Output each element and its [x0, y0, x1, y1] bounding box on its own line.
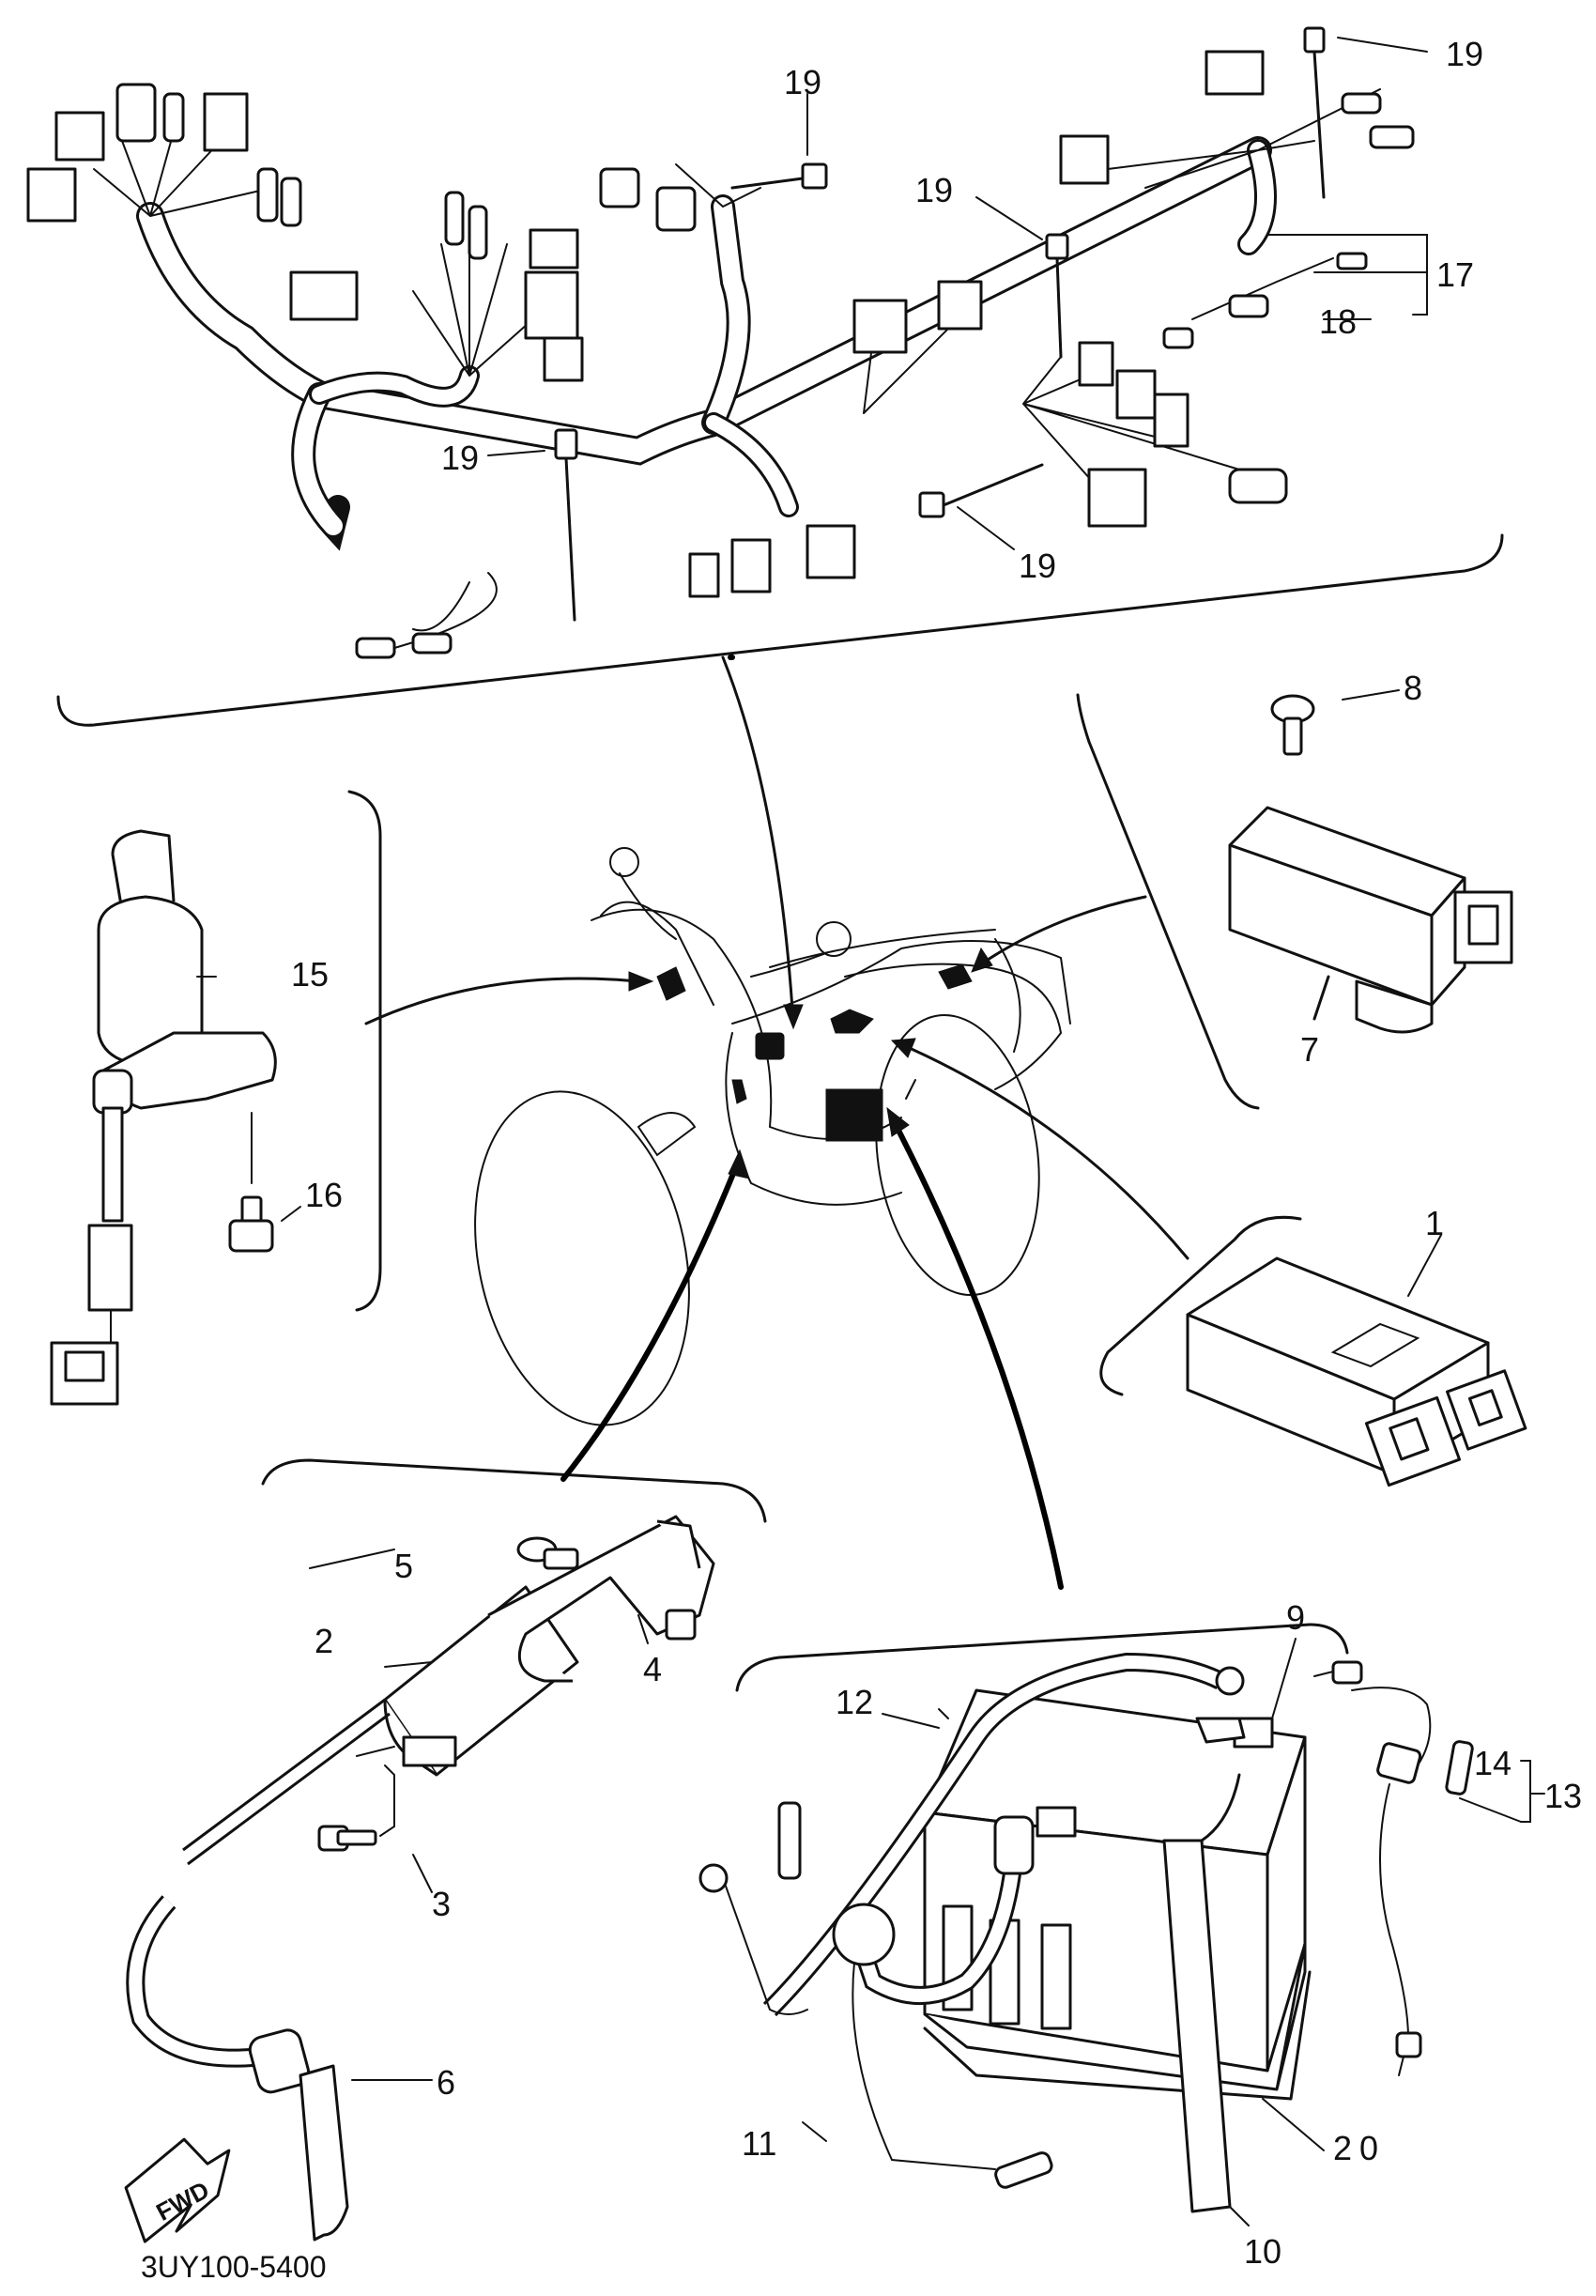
label-14: 14 [1474, 1744, 1512, 1782]
motorcycle-silhouette [474, 847, 1071, 1426]
label-1: 1 [1425, 1204, 1444, 1242]
screw-8 [1270, 694, 1315, 756]
location-arrows [364, 655, 1189, 1590]
label-3: 3 [432, 1885, 451, 1923]
battery-case-20 [923, 1942, 1312, 2101]
label-5: 5 [394, 1547, 413, 1585]
battery-lead-11 [832, 1815, 1053, 2189]
battery-9 [923, 1688, 1307, 2073]
neutral-switch-13 [1313, 1660, 1432, 2076]
grommet-14 [1445, 1740, 1474, 1795]
group-brackets [56, 533, 1504, 1692]
label-19-c: 19 [1446, 35, 1483, 73]
coil-bracket-4 [487, 1515, 715, 1683]
label-2: 2 [315, 1622, 333, 1660]
label-6: 6 [437, 2063, 455, 2102]
fwd-arrow: FWD [124, 2137, 231, 2243]
cdi-unit-1 [1186, 1256, 1527, 1487]
label-19-a: 19 [784, 63, 821, 101]
main-switch-15 [50, 829, 277, 1406]
spark-plug-cap-6 [126, 1698, 391, 2242]
ignition-coil-2 [356, 1585, 579, 1777]
label-10: 10 [1244, 2232, 1281, 2271]
label-12: 12 [836, 1683, 873, 1721]
label-19-e: 19 [1019, 547, 1056, 585]
label-19-d: 19 [441, 439, 479, 477]
label-18: 18 [1319, 302, 1357, 341]
drawing-code: 3UY100-5400 [141, 2250, 326, 2284]
label-15: 15 [291, 955, 329, 994]
leader-lines [196, 37, 1545, 2227]
relay-unit-7 [1228, 806, 1513, 1034]
label-19-b: 19 [915, 171, 953, 209]
bolt-3 [317, 1764, 395, 1852]
bolt-16 [228, 1112, 274, 1253]
label-7: 7 [1300, 1030, 1319, 1069]
label-11: 11 [742, 2124, 776, 2163]
label-9: 9 [1286, 1598, 1305, 1637]
label-8: 8 [1404, 669, 1422, 707]
label-4: 4 [643, 1650, 662, 1688]
label-20: 20 [1333, 2129, 1386, 2167]
wire-harness-17 [26, 26, 1415, 659]
label-13: 13 [1544, 1777, 1582, 1815]
part-labels: 1 2 3 4 5 6 7 8 9 10 11 12 13 14 15 16 1… [141, 35, 1582, 2284]
label-16: 16 [305, 1176, 343, 1214]
label-17: 17 [1436, 255, 1474, 294]
bolt-5 [516, 1536, 579, 1570]
